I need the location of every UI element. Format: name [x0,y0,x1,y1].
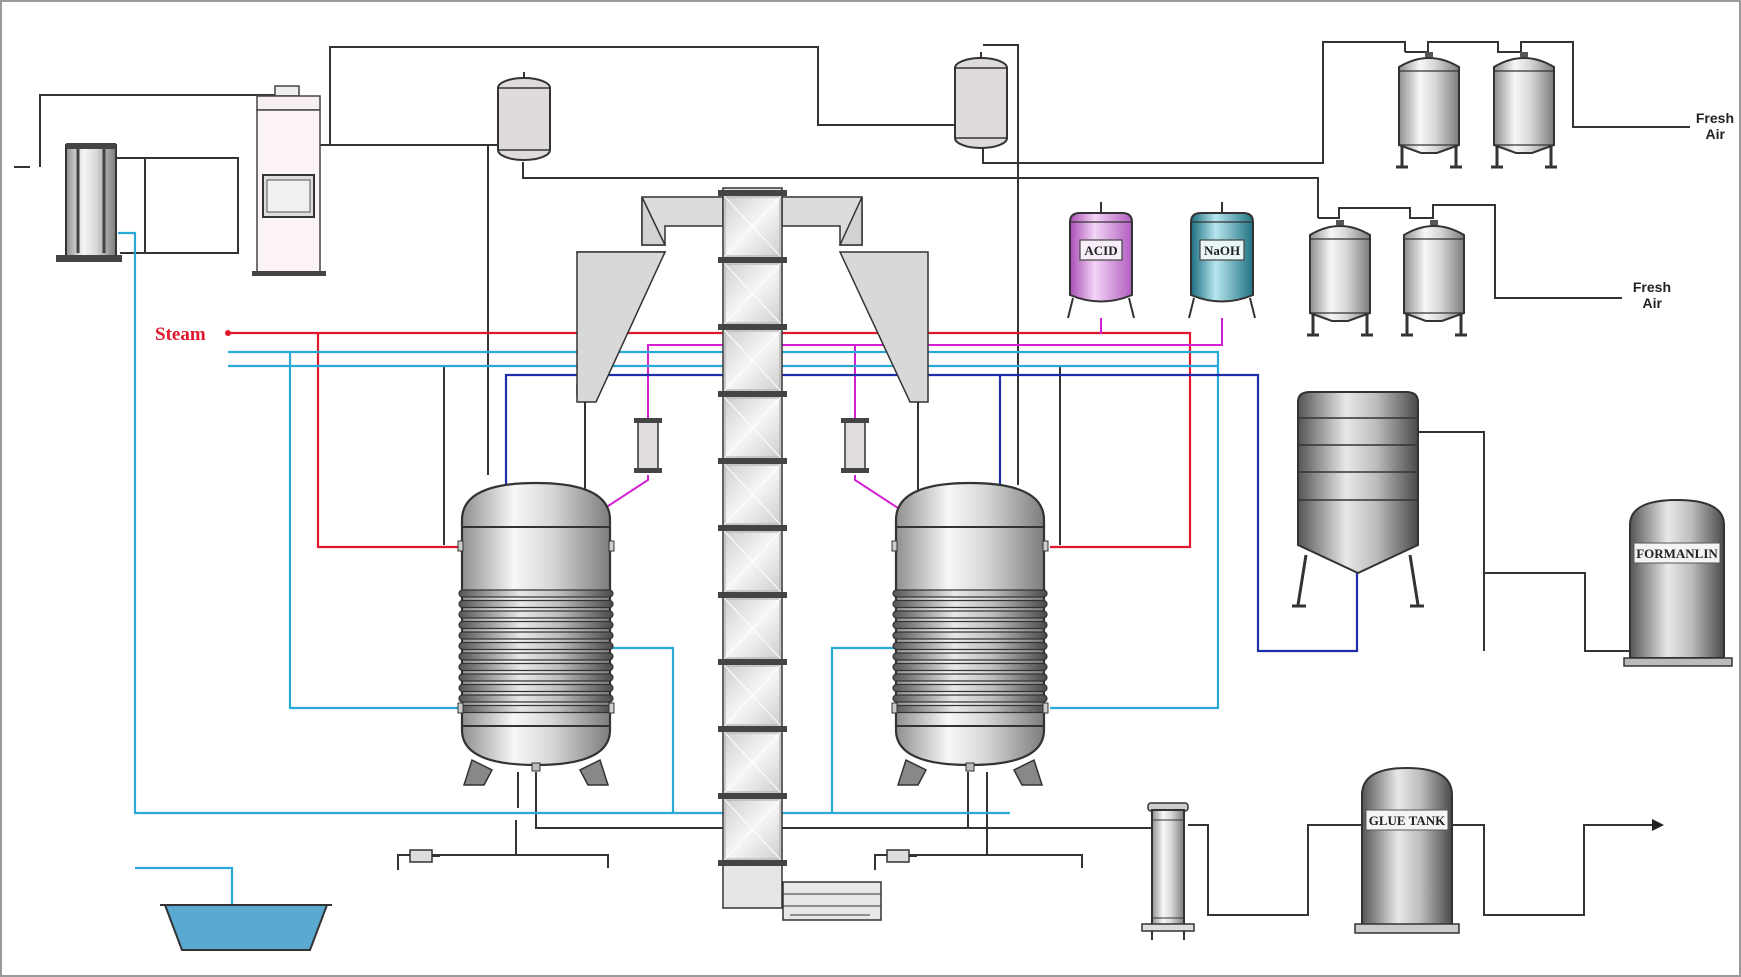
storage-tank [1401,220,1467,337]
jacket-coil [892,631,1048,640]
heat-exchanger [56,143,122,262]
jacket-coil [458,620,614,630]
jacket-coil [892,662,1048,672]
naoh-label: NaOH [1204,243,1240,258]
column-cell [724,263,781,324]
storage-tank [1491,52,1557,169]
column-flange [718,190,787,196]
jacket-coil [458,589,614,598]
column-flange [718,860,787,866]
steam-pipes [225,330,1192,549]
jacket-coil [892,704,1048,714]
jacket-coil [892,620,1048,630]
jacket-coil [892,683,1048,693]
central-column [718,187,787,909]
column-cell [724,531,781,592]
column-flange [718,324,787,330]
discharge-conveyor [782,881,882,921]
column-cell [724,397,781,458]
formalin-label: FORMANLIN [1636,546,1718,561]
process-pipes [14,41,1690,916]
acid-label: ACID [1084,243,1117,258]
sight-glass-left [634,418,662,473]
water-basin [160,904,332,951]
column-flange [718,458,787,464]
jacket-coil [892,641,1048,651]
fresh-air-label-1-line1: Fresh [1696,110,1734,126]
jacket-coil [458,652,614,661]
storage-tank [1307,220,1373,337]
column-cell [724,799,781,860]
storage-tank-groups [1307,52,1557,337]
reactor-left [457,481,615,786]
column-flange [718,659,787,665]
column-flange [718,391,787,397]
reactor-right [891,481,1049,786]
chemical-pipes [601,318,1223,511]
condenser-vessel-left [497,72,551,161]
column-cell [724,464,781,525]
drain-valve-right [886,849,917,863]
jacket-coil [892,589,1048,598]
column-flange [718,525,787,531]
jacket-coil [458,599,614,609]
column-flange [718,726,787,732]
scrubber-tower [252,85,326,276]
flow-arrow-icon [1652,819,1664,831]
jacket-coil [458,610,614,619]
condenser-vessel-right [954,52,1008,149]
sight-glass-right [841,418,869,473]
jacket-coil [458,673,614,682]
fresh-air-label-2-line2: Air [1643,295,1663,311]
column-flange [718,793,787,799]
jacket-coil [892,599,1048,609]
jacket-coil [458,662,614,672]
glue-filter [1141,802,1195,940]
jacket-coil [458,694,614,703]
jacket-coil [458,631,614,640]
jacket-coil [892,610,1048,619]
feed-hoppers [576,196,929,403]
drain-valve-left [409,849,440,863]
jacket-coil [458,704,614,714]
fresh-air-label-2-line1: Fresh [1633,279,1671,295]
storage-silo [1292,391,1424,608]
column-cell [724,665,781,726]
column-cell [724,196,781,257]
naoh-tank [1188,202,1256,319]
jacket-coil [892,652,1048,661]
jacket-coil [892,673,1048,682]
column-flange [718,257,787,263]
storage-tank [1396,52,1462,169]
steam-label: Steam [155,324,206,345]
glue-tank-label: GLUE TANK [1369,813,1446,828]
jacket-coil [892,694,1048,703]
column-cell [724,598,781,659]
acid-tank [1067,202,1135,319]
column-cell [724,330,781,391]
formalin-tank [1623,498,1733,667]
column-flange [718,592,787,598]
jacket-coil [458,641,614,651]
blue-pipes [504,373,1359,653]
jacket-coil [458,683,614,693]
glue-tank [1354,766,1460,934]
column-cell [724,732,781,793]
fresh-air-label-1-line2: Air [1706,126,1726,142]
cooling-water-pipes [118,231,1220,912]
